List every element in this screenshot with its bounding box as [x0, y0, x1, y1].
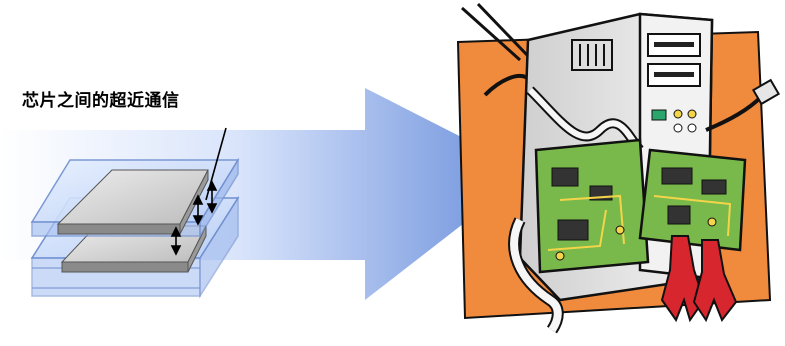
- caption-text: 芯片之间的超近通信: [22, 91, 180, 111]
- stacked-chip-diagram-icon: [30, 127, 240, 299]
- computer-tower-clipart-icon: [456, 2, 781, 334]
